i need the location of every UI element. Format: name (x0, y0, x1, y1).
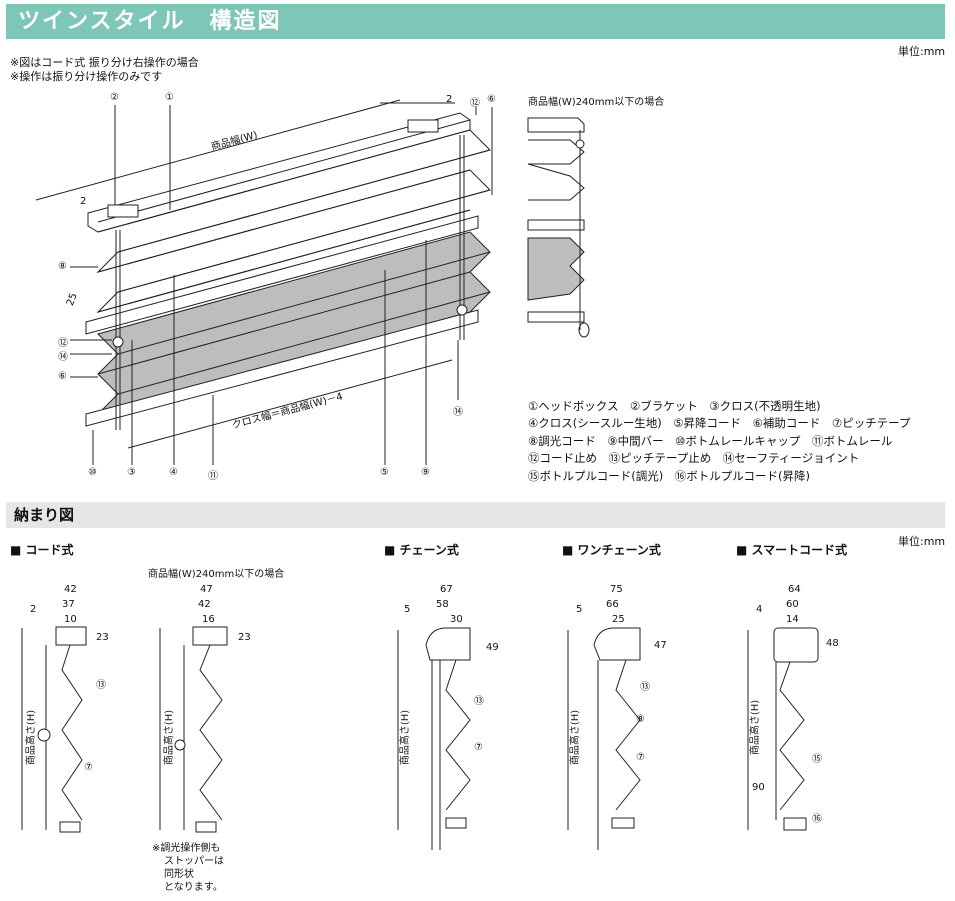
callout-9: ⑨ (421, 467, 430, 478)
onechain-dim-5: 5 (576, 604, 582, 615)
legend-line: ⑧調光コード ⑨中間バー ⑩ボトムレールキャップ ⑪ボトムレール (528, 433, 893, 448)
callout-6: ⑥ (58, 371, 67, 382)
smart-callout-16: ⑯ (812, 814, 822, 825)
dim-2-right: 2 (446, 94, 453, 105)
callout-8: ⑧ (58, 261, 67, 272)
chain-dim-49: 49 (486, 642, 499, 653)
chain-callout-7: ⑦ (474, 742, 483, 753)
onechain-callout-8: ⑧ (636, 714, 645, 725)
smart-dim-14: 14 (786, 614, 799, 625)
callout-11: ⑪ (208, 471, 218, 482)
note-line: となります。 (164, 882, 223, 893)
smart-dim-48: 48 (826, 638, 839, 649)
small-diagram-label: 商品幅(W)240mm以下の場合 (528, 97, 665, 108)
onechain-height-label: 商品高さ(H) (570, 709, 582, 766)
callout-12-top: ⑫ (470, 98, 480, 109)
onechain-dim-47: 47 (654, 640, 667, 651)
smart-dim-60: 60 (786, 599, 799, 610)
callout-5: ⑤ (380, 467, 389, 478)
note-line: ※調光操作側も (152, 843, 221, 854)
page-title: ツインスタイル 構造図 (6, 4, 945, 39)
cord-callout-13: ⑬ (96, 680, 106, 691)
cord-dim-10: 10 (64, 614, 77, 625)
smart-height-label: 商品高さ(H) (750, 699, 762, 756)
onechain-dim-75: 75 (610, 584, 623, 595)
smart-title: ■ スマートコード式 (736, 543, 848, 557)
cord-dim-37: 37 (62, 599, 75, 610)
callout-14: ⑭ (58, 352, 68, 363)
cord-title: ■ コード式 (10, 543, 74, 557)
smart-dim-64: 64 (788, 584, 801, 595)
chain-dim-30: 30 (450, 614, 463, 625)
cord-dim-2: 2 (30, 604, 36, 615)
callout-3: ③ (127, 467, 136, 478)
cord2-height-label: 商品高さ(H) (164, 709, 176, 766)
unit-label-top: 単位:mm (898, 45, 946, 58)
callout-14-right: ⑭ (453, 407, 463, 418)
cord2-dim-42: 42 (198, 599, 211, 610)
callout-2: ② (110, 92, 119, 103)
dim-2-left: 2 (80, 196, 87, 207)
onechain-dim-66: 66 (606, 599, 619, 610)
note-line: ストッパーは (164, 856, 224, 867)
legend-line: ⑫コード止め ⑬ピッチテープ止め ⑭セーフティージョイント (528, 451, 860, 466)
chain-dim-67: 67 (440, 584, 453, 595)
callout-6-top: ⑥ (487, 94, 496, 105)
cord2-dim-47: 47 (200, 584, 213, 595)
note-2: ※操作は振り分け操作のみです (10, 70, 163, 83)
onechain-dim-25: 25 (612, 614, 625, 625)
onechain-callout-13: ⑬ (640, 682, 650, 693)
chain-callout-13: ⑬ (474, 696, 484, 707)
cord2-dim-23: 23 (238, 632, 251, 643)
unit-label-bottom: 単位:mm (898, 535, 946, 548)
legend-line: ①ヘッドボックス ②ブラケット ③クロス(不透明生地) (528, 399, 821, 413)
section-title: 納まり図 (6, 502, 945, 528)
onechain-callout-7: ⑦ (636, 752, 645, 763)
smart-dim-90: 90 (752, 782, 765, 793)
cord-dim-23: 23 (96, 632, 109, 643)
smart-callout-15: ⑮ (812, 754, 822, 765)
chain-dim-5: 5 (404, 604, 410, 615)
cord-small-label: 商品幅(W)240mm以下の場合 (148, 569, 285, 580)
cord2-dim-16: 16 (202, 614, 215, 625)
cord-height-label: 商品高さ(H) (26, 709, 38, 766)
smart-dim-4: 4 (756, 604, 762, 615)
chain-dim-58: 58 (436, 599, 449, 610)
legend-line: ⑮ボトルプルコード(調光) ⑯ボトルプルコード(昇降) (528, 468, 810, 483)
chain-height-label: 商品高さ(H) (400, 709, 412, 766)
parts-legend: ①ヘッドボックス ②ブラケット ③クロス(不透明生地) ④クロス(シースルー生地… (528, 398, 910, 485)
callout-1: ① (165, 92, 174, 103)
note-line: 同形状 (164, 869, 194, 880)
callout-12: ⑫ (58, 338, 68, 349)
cord-dim-42: 42 (64, 584, 77, 595)
onechain-title: ■ ワンチェーン式 (562, 543, 661, 557)
note-1: ※図はコード式 振り分け右操作の場合 (10, 56, 199, 69)
callout-10: ⑩ (88, 467, 97, 478)
cord-callout-7: ⑦ (84, 762, 93, 773)
chain-title: ■ チェーン式 (384, 543, 459, 557)
cord-note: ※調光操作側も ストッパーは 同形状 となります。 (152, 842, 224, 894)
callout-4: ④ (169, 467, 178, 478)
legend-line: ④クロス(シースルー生地) ⑤昇降コード ⑥補助コード ⑦ピッチテープ (528, 416, 911, 431)
